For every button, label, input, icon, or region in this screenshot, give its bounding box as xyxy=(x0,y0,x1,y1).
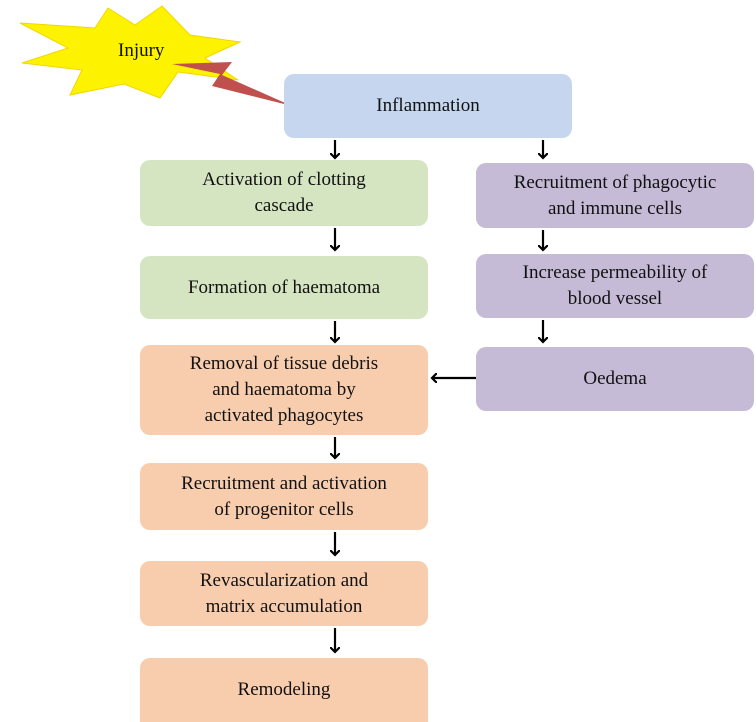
lightning-bolt xyxy=(172,62,292,106)
node-inflammation-label: Inflammation xyxy=(376,95,480,116)
node-progenitor: Recruitment and activation of progenitor… xyxy=(140,463,428,530)
node-revasc: Revascularization and matrix accumulatio… xyxy=(140,561,428,626)
node-clotting: Activation of clotting cascade xyxy=(140,160,428,226)
node-clotting-label: Activation of clotting cascade xyxy=(202,169,366,216)
node-remodeling-label: Remodeling xyxy=(237,679,331,700)
node-permeability-label: Increase permeability of blood vessel xyxy=(522,262,708,309)
node-haematoma-label: Formation of haematoma xyxy=(187,276,381,298)
node-permeability: Increase permeability of blood vessel xyxy=(476,254,754,318)
node-inflammation: Inflammation xyxy=(284,74,572,138)
node-removal: Removal of tissue debris and haematoma b… xyxy=(140,345,428,435)
node-remodeling: Remodeling xyxy=(140,658,428,722)
node-revasc-label: Revascularization and matrix accumulatio… xyxy=(199,569,369,617)
node-recruit-phago-label: Recruitment of phagocytic and immune cel… xyxy=(513,171,717,219)
injury-label: Injury xyxy=(118,40,165,61)
node-haematoma: Formation of haematoma xyxy=(140,256,428,319)
node-oedema: Oedema xyxy=(476,347,754,411)
node-progenitor-label: Recruitment and activation of progenitor… xyxy=(181,472,387,520)
node-removal-label: Removal of tissue debris and haematoma b… xyxy=(189,353,379,426)
injury-starburst xyxy=(19,5,242,99)
node-oedema-label: Oedema xyxy=(583,368,647,389)
node-recruit-phago: Recruitment of phagocytic and immune cel… xyxy=(476,163,754,228)
